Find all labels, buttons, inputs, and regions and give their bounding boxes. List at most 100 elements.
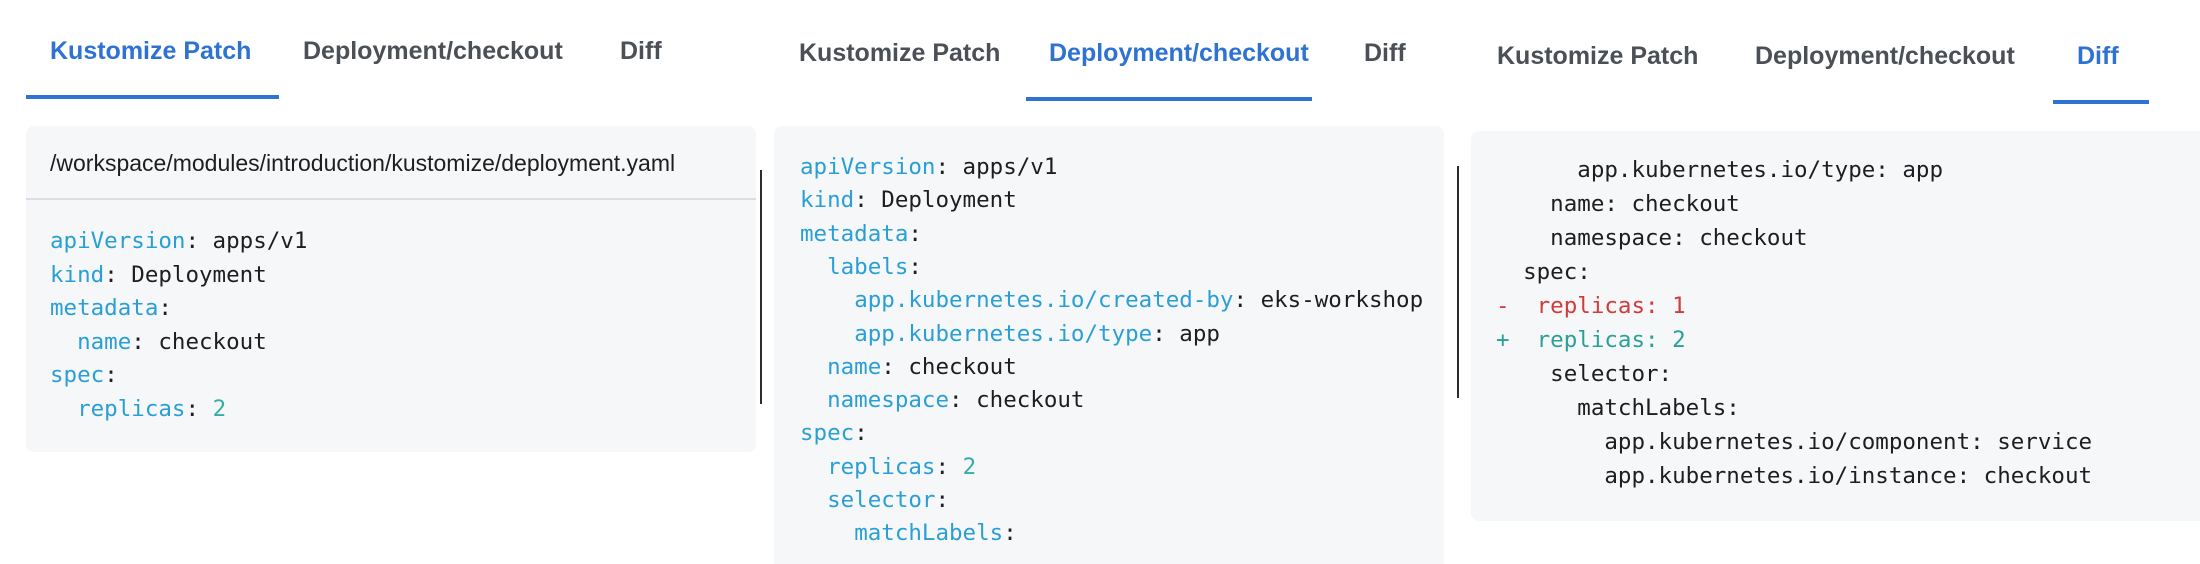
code-line: selector:: [1496, 357, 1672, 391]
yaml-key: replicas: [827, 453, 936, 480]
code-line: metadata:: [50, 291, 172, 325]
code-line: spec:: [1496, 255, 1591, 289]
tab-bar: Kustomize Patch Deployment/checkout Diff: [0, 0, 760, 100]
tab-kustomize-patch[interactable]: Kustomize Patch: [1497, 42, 1699, 70]
code-line: namespace: checkout: [800, 383, 1084, 417]
active-tab-indicator: [2053, 100, 2149, 104]
code-block: app.kubernetes.io/type: app name: checko…: [1471, 131, 2200, 521]
code-text: [800, 354, 827, 380]
code-text: namespace: checkout: [1496, 225, 1808, 251]
code-text: app.kubernetes.io/type: app: [1496, 157, 1944, 183]
code-text: : checkout: [131, 328, 267, 355]
tab-deployment-checkout[interactable]: Deployment/checkout: [303, 37, 563, 65]
tab-deployment-checkout[interactable]: Deployment/checkout: [1049, 39, 1309, 67]
code-line: name: checkout: [800, 350, 1017, 384]
code-line: labels:: [800, 250, 922, 284]
code-text: name: checkout: [1496, 191, 1740, 217]
tab-kustomize-patch[interactable]: Kustomize Patch: [50, 37, 252, 65]
code-line: metadata:: [800, 217, 922, 251]
code-text: spec:: [1496, 259, 1591, 285]
yaml-number: 2: [212, 395, 227, 422]
tab-bar: Kustomize Patch Deployment/checkout Diff: [1470, 0, 2200, 104]
code-text: : eks-workshop: [1233, 287, 1424, 314]
yaml-key: kind: [800, 187, 855, 214]
panel-kustomize-patch: Kustomize Patch Deployment/checkout Diff…: [0, 0, 760, 564]
yaml-key: replicas: [77, 395, 186, 422]
yaml-key: app.kubernetes.io/type: [854, 320, 1153, 347]
panel-deployment-checkout: Kustomize Patch Deployment/checkout Diff…: [772, 0, 1444, 564]
tab-kustomize-patch[interactable]: Kustomize Patch: [799, 39, 1001, 67]
code-line: app.kubernetes.io/instance: checkout: [1496, 459, 2092, 493]
yaml-key: labels: [827, 253, 909, 280]
code-text: [800, 321, 854, 347]
code-text: [800, 520, 854, 546]
code-text: [50, 396, 77, 422]
code-line: apiVersion: apps/v1: [800, 150, 1057, 184]
code-text: : app: [1152, 320, 1220, 347]
yaml-key: spec: [800, 420, 855, 447]
code-text: : Deployment: [104, 261, 267, 288]
code-text: : Deployment: [854, 187, 1017, 214]
yaml-key: metadata: [800, 220, 909, 247]
code-line: replicas: 2: [800, 450, 976, 484]
code-text: :: [104, 362, 118, 388]
code-line: namespace: checkout: [1496, 221, 1808, 255]
yaml-key: name: [77, 328, 132, 355]
code-line: kind: Deployment: [50, 258, 267, 292]
panel-divider: [1457, 166, 1459, 398]
code-text: :: [908, 220, 922, 247]
yaml-key: kind: [50, 261, 105, 288]
code-text: :: [158, 295, 172, 321]
code-text: matchLabels:: [1496, 395, 1740, 421]
code-text: :: [908, 253, 922, 280]
code-line: app.kubernetes.io/type: app: [800, 317, 1220, 351]
code-line: name: checkout: [1496, 187, 1740, 221]
code-text: : checkout: [881, 353, 1017, 380]
code-line: selector:: [800, 483, 949, 517]
yaml-number: 2: [962, 453, 977, 480]
tab-diff[interactable]: Diff: [1364, 39, 1406, 67]
code-block: /workspace/modules/introduction/kustomiz…: [26, 126, 756, 452]
tab-deployment-checkout[interactable]: Deployment/checkout: [1755, 42, 2015, 70]
code-line: app.kubernetes.io/type: app: [1496, 153, 1943, 187]
code-text: :: [1003, 520, 1017, 547]
code-line: name: checkout: [50, 325, 267, 359]
code-line: apiVersion: apps/v1: [50, 224, 307, 258]
code-line: spec:: [50, 358, 118, 392]
code-text: :: [854, 420, 868, 447]
diff-removed: -: [1496, 293, 1524, 319]
active-tab-indicator: [1026, 97, 1312, 101]
code-text: :: [935, 453, 963, 480]
code-line: matchLabels:: [1496, 391, 1740, 425]
yaml-key: matchLabels: [854, 520, 1004, 547]
code-line: app.kubernetes.io/created-by: eks-worksh…: [800, 283, 1423, 317]
tab-diff[interactable]: Diff: [2077, 42, 2119, 70]
code-text: :: [935, 487, 950, 513]
tab-diff[interactable]: Diff: [620, 37, 662, 65]
yaml-key: apiVersion: [800, 154, 936, 180]
code-line: matchLabels:: [800, 516, 1017, 550]
code-text: [50, 329, 77, 355]
code-text: selector:: [1496, 361, 1673, 387]
panel-diff: Kustomize Patch Deployment/checkout Diff…: [1470, 0, 2200, 564]
tab-bar: Kustomize Patch Deployment/checkout Diff: [772, 0, 1442, 101]
yaml-key: namespace: [827, 387, 950, 414]
code-text: : apps/v1: [185, 228, 308, 254]
code-text: [800, 454, 827, 480]
yaml-key: spec: [50, 362, 105, 388]
code-text: [800, 487, 827, 513]
yaml-key: selector: [827, 487, 936, 513]
panel-divider: [760, 170, 762, 404]
code-text: [800, 254, 827, 280]
code-text: app.kubernetes.io/instance: checkout: [1496, 463, 2093, 489]
code-line: spec:: [800, 416, 868, 450]
diff-added: +: [1496, 327, 1524, 353]
code-line: - replicas: 1: [1496, 289, 1686, 323]
yaml-key: app.kubernetes.io/created-by: [854, 287, 1234, 314]
yaml-key: metadata: [50, 295, 159, 321]
code-text: app.kubernetes.io/component: service: [1496, 429, 2093, 455]
code-line: app.kubernetes.io/component: service: [1496, 425, 2092, 459]
code-text: :: [185, 395, 213, 422]
code-text: [800, 287, 854, 313]
code-text: [800, 387, 827, 413]
